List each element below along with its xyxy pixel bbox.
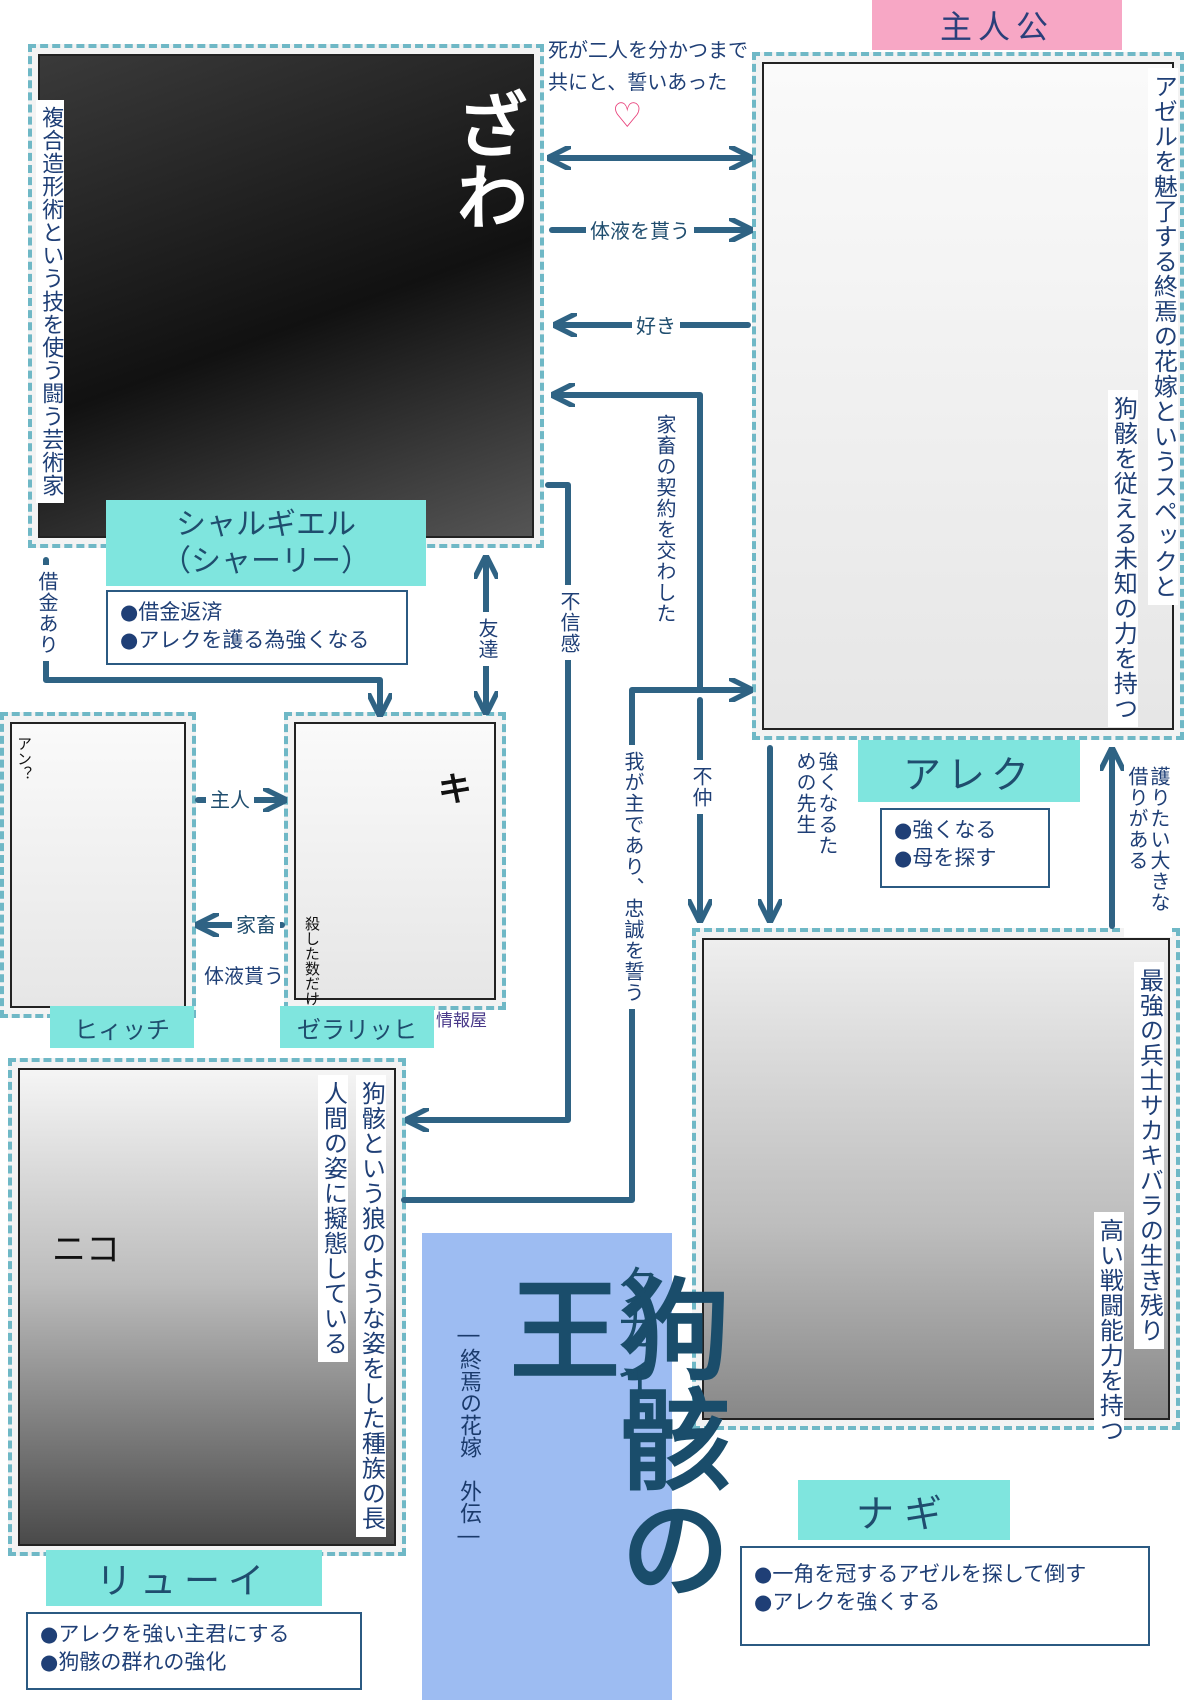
label-debt: 借金あり: [34, 565, 60, 661]
label-livestock: 家畜: [232, 915, 280, 935]
label-distrust: 不信感: [556, 585, 582, 660]
goal-item: ●アレクを強い主君にする: [40, 1622, 290, 1646]
zeraritti-speech-bubble: 殺した数だけ: [303, 916, 321, 1006]
label-master: 主人: [206, 790, 254, 810]
nagi-name-tag: ナギ: [798, 1480, 1010, 1540]
goal-item: ●母を探す: [894, 846, 997, 871]
panel-sharlgiel: ざわ: [28, 44, 544, 548]
ryui-goals: ●アレクを強い主君にする ●狗骸の群れの強化: [26, 1612, 362, 1690]
sharlgiel-name: シャルギエル: [176, 506, 356, 542]
sfx-ki: キ: [438, 770, 472, 810]
goal-item: ●一角を冠するアゼルを探して倒す: [754, 1562, 1087, 1586]
title-ruby: クガイ: [607, 1263, 659, 1395]
sharlgiel-goals: ●借金返済 ●アレクを護る為強くなる: [106, 590, 408, 665]
alec-name-tag: アレク: [858, 740, 1080, 802]
title-main: 狗骸の王: [491, 1273, 729, 1603]
hitch-name-tag: ヒィッチ: [50, 1006, 194, 1048]
sharlgiel-name-tag: シャルギエル （シャーリー）: [106, 500, 426, 586]
label-contract: 家畜の契約を交わした: [652, 408, 678, 630]
nagi-desc-1: 最強の兵士サカキバラの生き残り: [1134, 962, 1165, 1349]
label-fluid-receive: 体液貰う: [204, 964, 284, 988]
zeraritti-name-tag: ゼラリッヒ: [280, 1006, 434, 1048]
label-bad-terms: 不仲: [688, 760, 714, 814]
panel-hitch: アン？: [0, 712, 196, 1018]
label-likes: 好き: [632, 316, 680, 336]
sharlgiel-desc: 複合造形術という技を使う闘う芸術家: [36, 100, 65, 503]
ryui-desc-1: 狗骸という狼のような姿をした種族の長: [356, 1075, 387, 1537]
protagonist-tag: 主人公: [872, 0, 1122, 50]
label-fluid: 体液を貰う: [586, 221, 694, 241]
sfx-zawa: ざわ: [444, 88, 528, 232]
label-loyalty: 我が主であり、忠誠を誓う: [620, 745, 646, 1009]
vow-label-line2: 共にと、誓いあった: [548, 70, 728, 94]
goal-item: ●アレクを護る為強くなる: [120, 628, 370, 653]
hitch-speech-bubble: アン？: [15, 736, 33, 781]
goal-item: ●狗骸の群れの強化: [40, 1650, 227, 1675]
label-debt-repay: 護りたい大きな借りがある: [1124, 760, 1172, 937]
panel-zeraritti: キ 殺した数だけ: [284, 712, 506, 1010]
zeraritti-role: 情報屋: [436, 1011, 487, 1031]
ryui-name-tag: リューイ: [46, 1550, 322, 1606]
alec-desc-2: 狗骸を従える未知の力を持つ: [1108, 390, 1139, 727]
title-block: 狗骸の王 クガイ ―終焉の花嫁 外伝―: [422, 1233, 729, 1700]
goal-item: ●アレクを強くする: [754, 1590, 941, 1615]
heart-icon: ♡: [612, 96, 643, 136]
title-subtitle: ―終焉の花嫁 外伝―: [456, 1323, 481, 1549]
sfx-niko: ニコ: [52, 1230, 120, 1270]
alec-goals: ●強くなる ●母を探す: [880, 808, 1050, 888]
label-teacher: 強くなるための先生: [782, 745, 840, 867]
nagi-goals: ●一角を冠するアゼルを探して倒す ●アレクを強くする: [740, 1546, 1150, 1646]
goal-item: ●借金返済: [120, 600, 223, 624]
arrow-distrust: [410, 482, 571, 1120]
alec-desc-1: アゼルを魅了する終焉の花嫁というスペックと: [1148, 68, 1179, 605]
vow-label-line1: 死が二人を分かつまで: [548, 38, 748, 62]
sharlgiel-nickname: （シャーリー）: [161, 544, 371, 579]
label-friends: 友達: [474, 612, 500, 666]
goal-item: ●強くなる: [894, 818, 997, 842]
ryui-desc-2: 人間の姿に擬態している: [318, 1075, 349, 1362]
nagi-desc-2: 高い戦闘能力を持つ: [1094, 1212, 1125, 1449]
